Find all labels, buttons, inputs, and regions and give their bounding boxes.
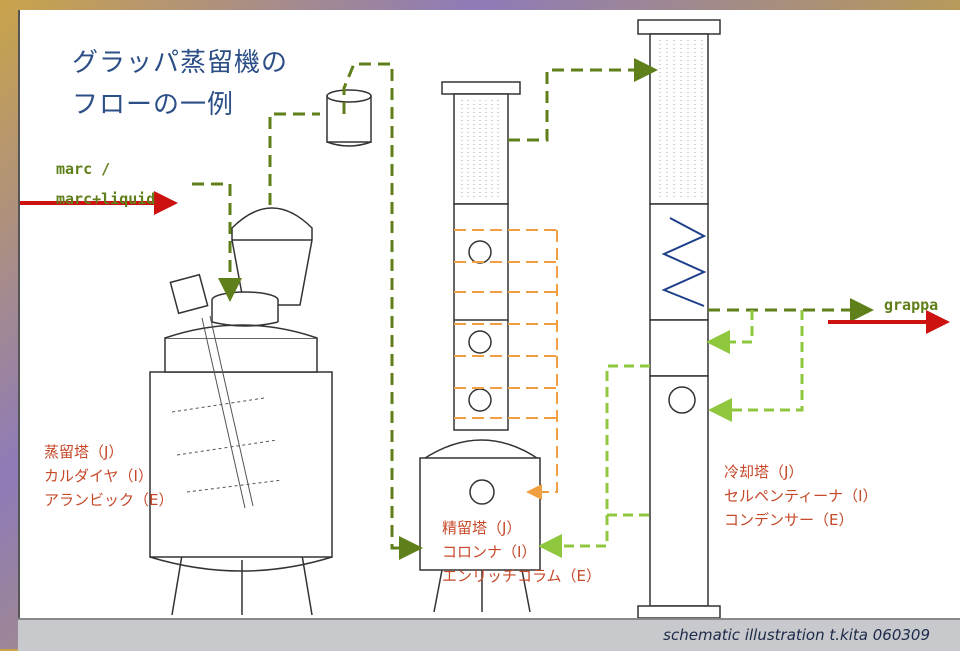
output-label-grappa: grappa xyxy=(884,296,939,314)
input-label-marc: marc / xyxy=(56,160,111,178)
distillation-diagram xyxy=(20,19,950,619)
cooling-water-flow xyxy=(538,310,804,558)
column-label-japanese: 精留塔（J） xyxy=(442,519,522,537)
condenser-label-italian: セルペンティーナ（I） xyxy=(724,487,878,505)
condenser-label-english: コンデンサー（E） xyxy=(724,511,854,529)
receiver-cup xyxy=(326,89,372,147)
still-label-japanese: 蒸留塔（J） xyxy=(44,443,124,461)
vapor-flow xyxy=(192,58,874,560)
rectifying-column xyxy=(419,81,541,613)
diagram-panel: グラッパ蒸留機の フローの一例 marc / marc+liquid grapp… xyxy=(18,10,960,649)
diagram-title-line-1: グラッパ蒸留機の xyxy=(72,48,289,78)
io-arrows xyxy=(20,191,950,334)
input-label-marc-liquid: marc+liquid xyxy=(56,190,156,208)
condenser-tower xyxy=(637,19,721,619)
column-label-english: エンリッチコラム（E） xyxy=(442,567,602,585)
column-packing xyxy=(461,100,499,200)
diagram-title-line-2: フローの一例 xyxy=(72,90,235,120)
credit-text: schematic illustration t.kita 060309 xyxy=(663,626,930,644)
still-label-italian: カルダイヤ（I） xyxy=(44,467,153,485)
still-label-english: アランビック（E） xyxy=(44,491,174,509)
footer-bar: schematic illustration t.kita 060309 xyxy=(18,618,960,651)
serpentine-coil xyxy=(661,217,707,307)
reflux-plates xyxy=(454,229,558,500)
condenser-label-japanese: 冷却塔（J） xyxy=(724,463,804,481)
pot-still xyxy=(149,207,333,616)
column-label-italian: コロンナ（I） xyxy=(442,543,537,561)
condenser-packing xyxy=(659,40,703,200)
